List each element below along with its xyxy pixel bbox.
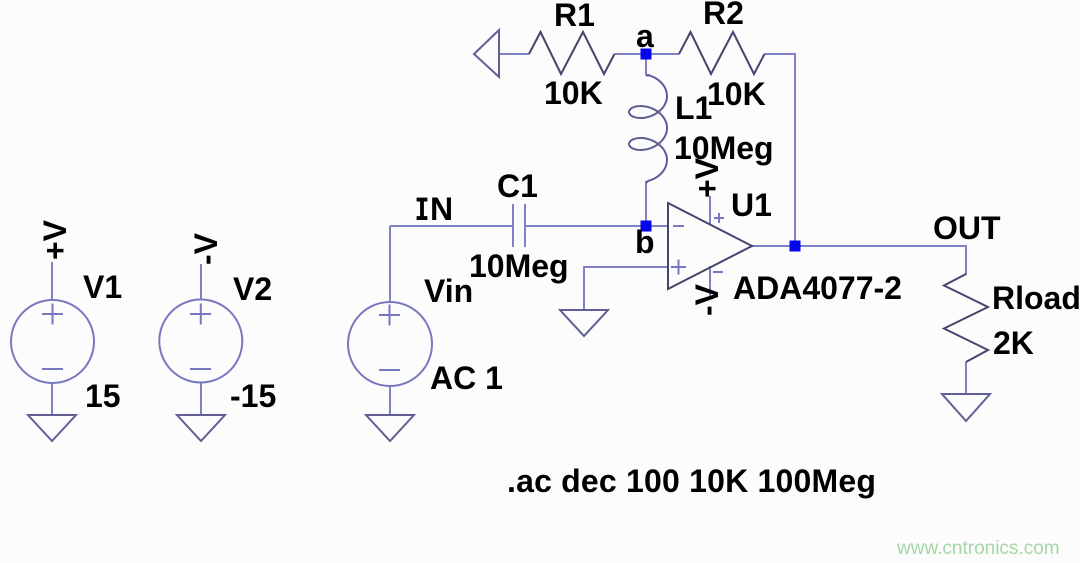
svg-text:b: b	[635, 224, 655, 260]
svg-text:Rload: Rload	[992, 280, 1080, 316]
svg-text:.ac dec 100 10K 100Meg: .ac dec 100 10K 100Meg	[507, 463, 876, 499]
svg-text:ADA4077-2: ADA4077-2	[733, 270, 902, 306]
svg-text:10K: 10K	[544, 75, 603, 111]
svg-text:+V: +V	[689, 157, 725, 198]
svg-text:2K: 2K	[993, 325, 1034, 361]
svg-text:R1: R1	[554, 0, 595, 33]
svg-text:Vin: Vin	[424, 273, 473, 309]
svg-text:V1: V1	[83, 269, 122, 305]
svg-text:10Meg: 10Meg	[469, 248, 569, 284]
svg-text:10K: 10K	[707, 76, 766, 112]
svg-text:OUT: OUT	[933, 210, 1001, 246]
svg-text:a: a	[636, 18, 654, 54]
svg-text:U1: U1	[731, 187, 772, 223]
svg-text:10Meg: 10Meg	[674, 130, 774, 166]
svg-text:C1: C1	[497, 168, 538, 204]
svg-text:-V: -V	[188, 232, 224, 265]
svg-text:15: 15	[85, 378, 121, 414]
svg-text:R2: R2	[703, 0, 744, 31]
svg-text:www.cntronics.com: www.cntronics.com	[896, 538, 1060, 559]
svg-text:L1: L1	[675, 90, 712, 126]
svg-text:N: N	[430, 191, 453, 227]
svg-text:+V: +V	[37, 219, 73, 260]
svg-text:-15: -15	[230, 378, 276, 414]
svg-text:AC 1: AC 1	[430, 360, 503, 396]
svg-text:-V: -V	[689, 283, 725, 316]
svg-text:V2: V2	[233, 271, 272, 307]
